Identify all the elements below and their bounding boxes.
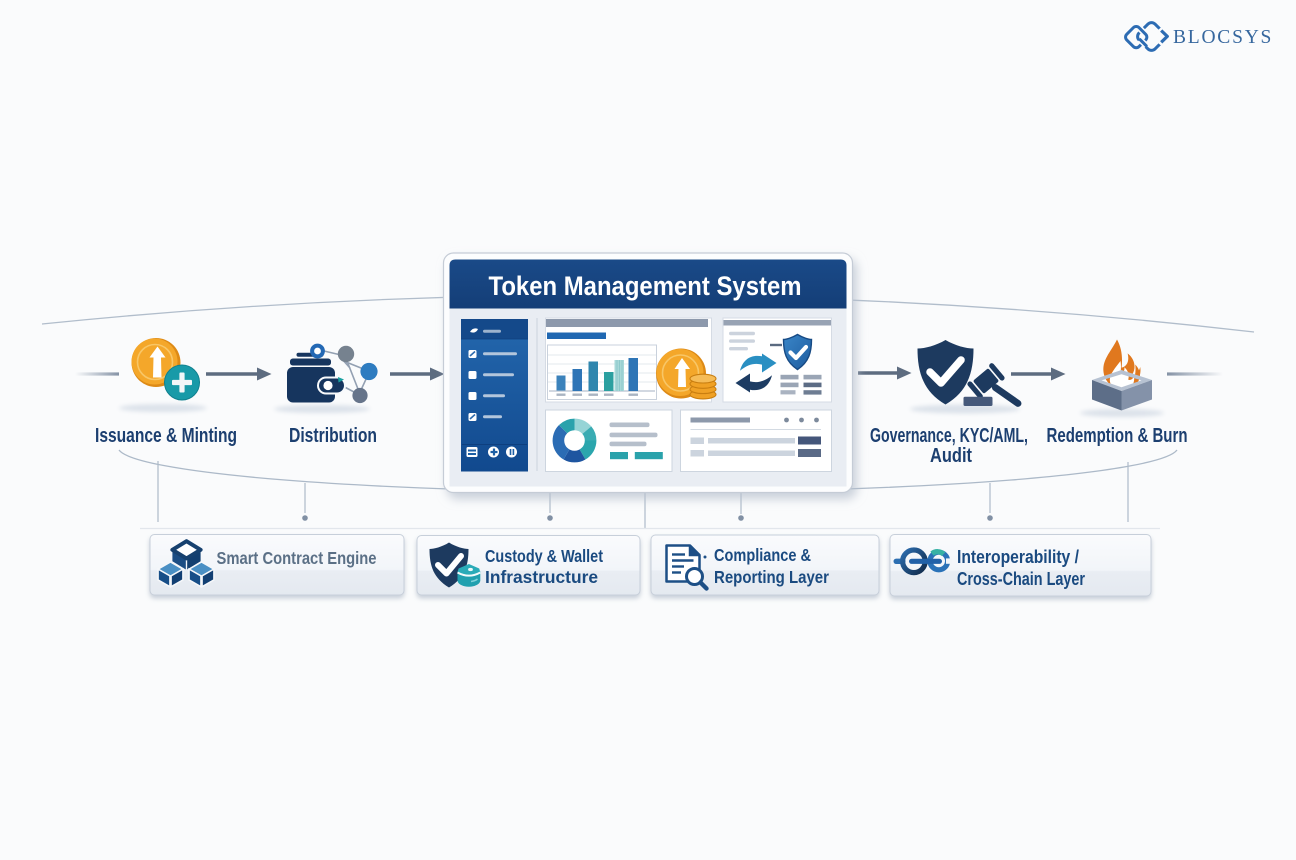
svg-text:Smart Contract Engine: Smart Contract Engine — [217, 548, 377, 568]
svg-text:Custody & Wallet: Custody & Wallet — [485, 546, 603, 566]
svg-text:Reporting Layer: Reporting Layer — [714, 567, 829, 587]
svg-text:Cross-Chain Layer: Cross-Chain Layer — [957, 569, 1085, 589]
svg-text:Governance, KYC/AML,: Governance, KYC/AML, — [870, 425, 1028, 447]
svg-text:Audit: Audit — [930, 445, 972, 467]
svg-text:BLOCSYS: BLOCSYS — [1173, 27, 1274, 48]
svg-text:Infrastructure: Infrastructure — [485, 567, 598, 587]
svg-text:Issuance & Minting: Issuance & Minting — [95, 425, 237, 447]
svg-text:Interoperability /: Interoperability / — [957, 547, 1079, 567]
svg-text:Compliance &: Compliance & — [714, 545, 811, 565]
svg-text:Redemption & Burn: Redemption & Burn — [1047, 425, 1188, 447]
svg-text:Distribution: Distribution — [289, 425, 377, 447]
svg-text:Token Management System: Token Management System — [489, 271, 802, 301]
